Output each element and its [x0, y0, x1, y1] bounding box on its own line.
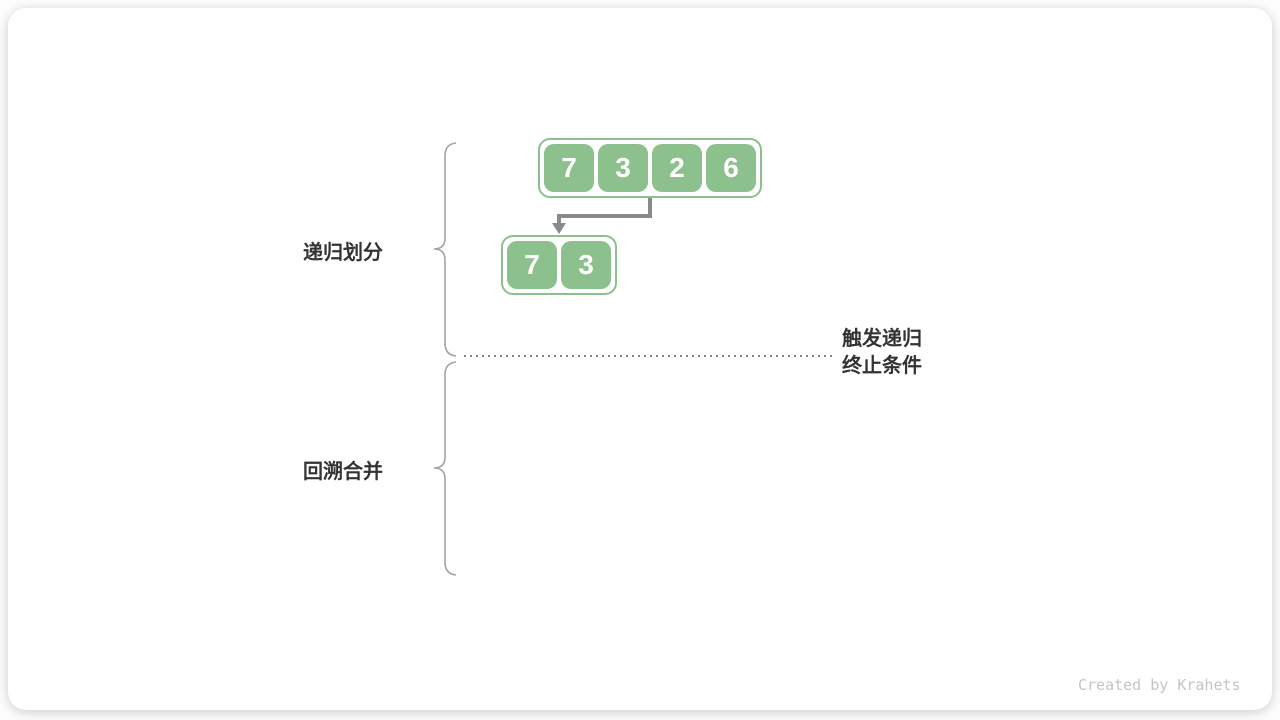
array-cell: 3 — [598, 144, 648, 192]
credit-watermark: Created by Krahets — [1078, 676, 1241, 694]
array-cell: 2 — [652, 144, 702, 192]
termination-note-line2: 终止条件 — [842, 355, 922, 377]
array-cell: 6 — [706, 144, 756, 192]
merge-brace — [433, 361, 457, 576]
divide-arrow — [557, 198, 652, 224]
divide-brace — [433, 142, 457, 357]
array-level-1: 7 3 2 6 — [538, 138, 762, 198]
array-cell: 3 — [561, 241, 611, 289]
termination-note-line1: 触发递归 — [842, 328, 922, 350]
divide-arrow-head — [552, 223, 566, 234]
termination-condition-note: 触发递归 终止条件 — [842, 326, 922, 380]
array-level-2: 7 3 — [501, 235, 617, 295]
array-cell: 7 — [544, 144, 594, 192]
backtrack-merge-label: 回溯合并 — [303, 461, 383, 483]
recursive-divide-label: 递归划分 — [303, 242, 383, 264]
array-cell: 7 — [507, 241, 557, 289]
diagram-card — [8, 8, 1272, 710]
